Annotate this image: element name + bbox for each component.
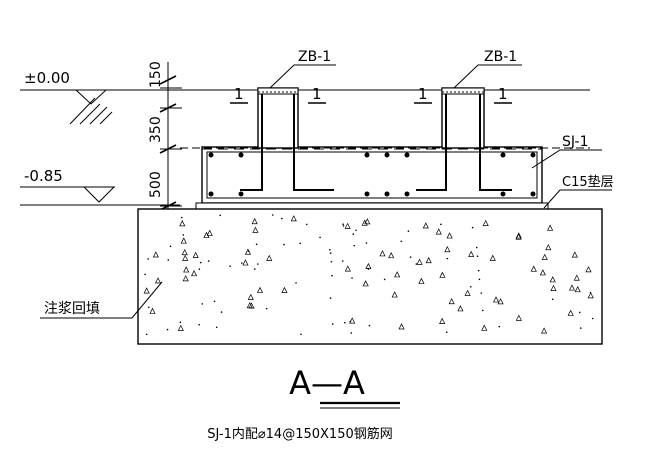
dim-150: 150 xyxy=(148,61,164,88)
section-mark-d: 1 xyxy=(498,85,508,103)
label-zb-right: ZB-1 xyxy=(484,49,517,65)
rebar-note: SJ-1内配⌀14@150X150钢筋网 xyxy=(207,426,393,442)
section-mark-c: 1 xyxy=(418,85,428,103)
elevation-top: ±0.00 xyxy=(24,69,70,87)
pier-right xyxy=(416,87,512,191)
rebar-dots xyxy=(208,152,536,197)
dim-500: 500 xyxy=(148,171,164,198)
elevation-marker-bottom-icon xyxy=(82,186,116,203)
pier-left xyxy=(240,87,334,191)
elevation-marker-top-icon xyxy=(69,89,113,125)
label-zb-left: ZB-1 xyxy=(298,49,331,65)
leader-sj xyxy=(531,149,602,169)
foundation-slab xyxy=(201,146,543,204)
section-title: A—A xyxy=(289,364,365,402)
label-sj: SJ-1 xyxy=(562,134,588,150)
leader-zb-right xyxy=(453,64,522,89)
grout-backfill-block xyxy=(137,208,603,345)
section-mark-a: 1 xyxy=(234,85,244,103)
section-mark-b: 1 xyxy=(312,85,322,103)
leader-fill xyxy=(40,281,163,319)
dim-350: 350 xyxy=(148,116,164,143)
c15-cushion-layer xyxy=(195,202,549,210)
label-fill: 注浆回填 xyxy=(44,301,100,317)
dimension-chain xyxy=(159,62,182,215)
leader-c15 xyxy=(543,189,612,209)
elevation-bottom: -0.85 xyxy=(24,167,63,185)
concrete-speckle-pattern xyxy=(143,214,594,336)
label-c15: C15垫层 xyxy=(562,174,614,190)
leader-zb-left xyxy=(269,64,336,89)
